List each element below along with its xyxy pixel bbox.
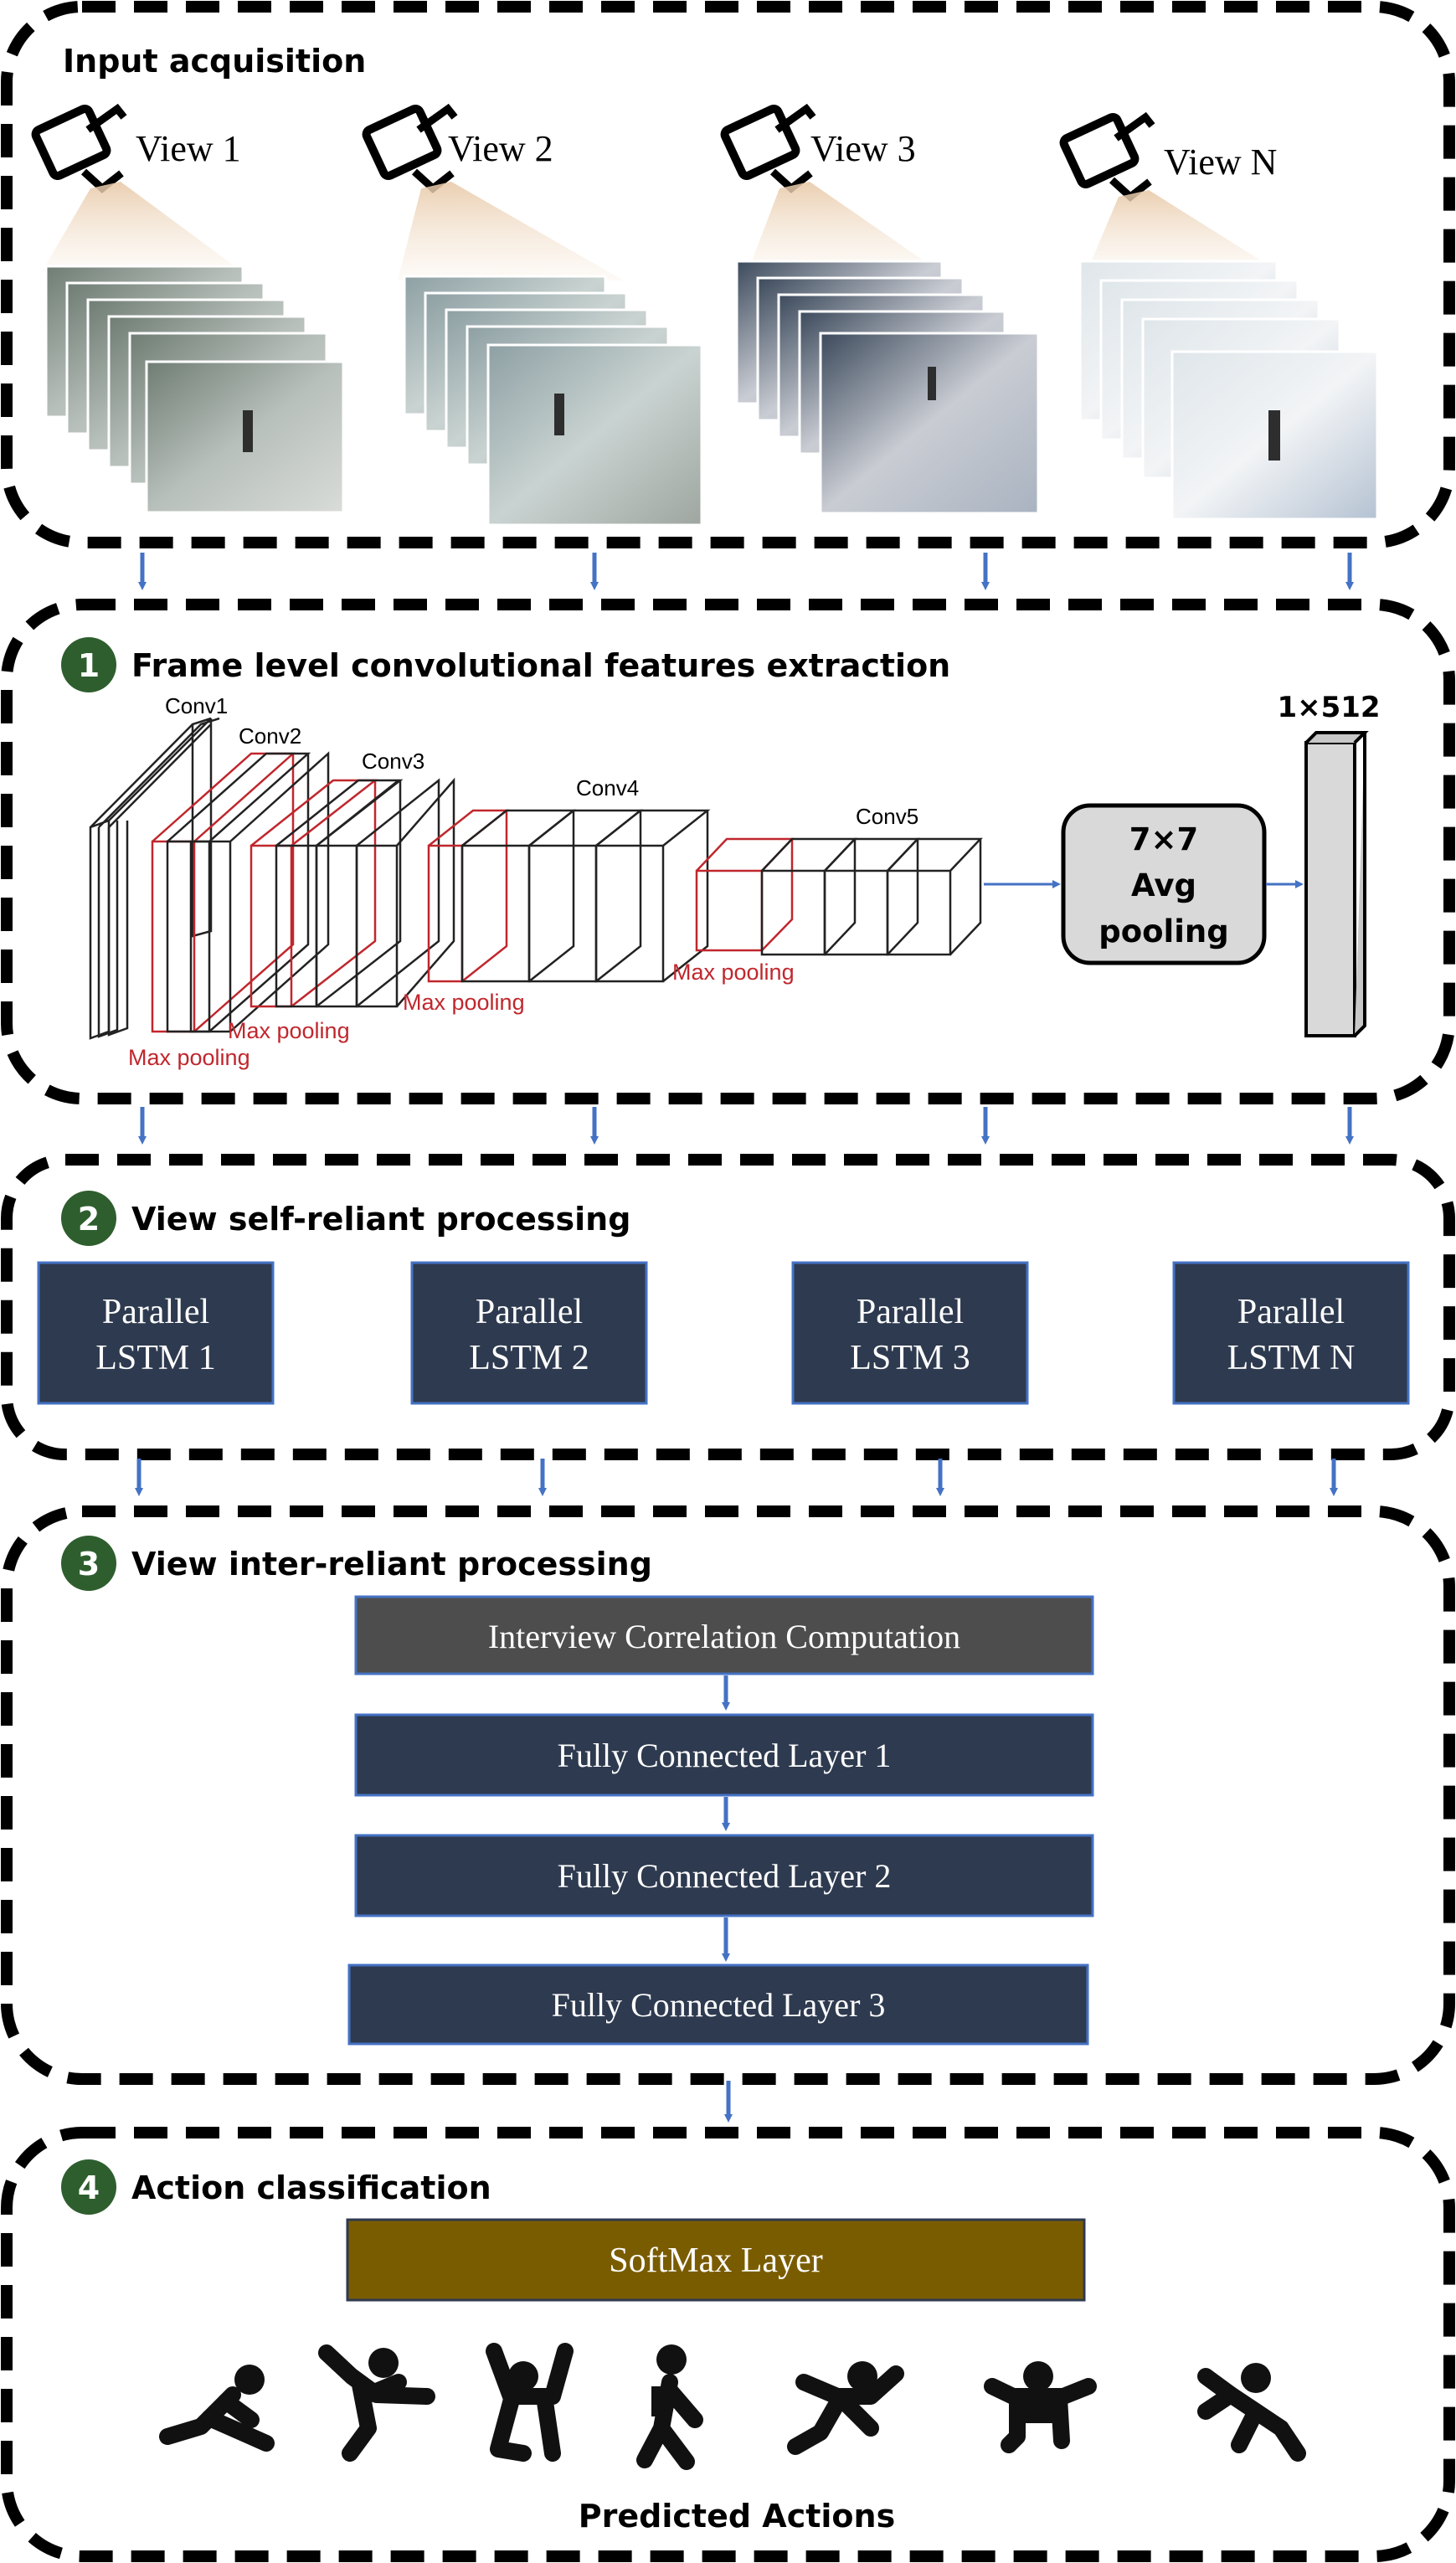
- section-title-s3: View inter-reliant processing: [131, 1546, 652, 1583]
- view-label-1: View 1: [136, 128, 241, 169]
- arrows-s1-to-s2: [138, 1107, 1354, 1145]
- lstm-line-1: Parallel: [1237, 1293, 1345, 1331]
- predicted-actions-label: Predicted Actions: [579, 2498, 895, 2535]
- step-badge: [61, 1191, 116, 1246]
- lstm-box-3: Parallel LSTM 3: [791, 1261, 1029, 1405]
- view-label-2: View 2: [448, 128, 553, 169]
- conv-label-2: Conv2: [239, 723, 301, 749]
- step-number: 1: [78, 647, 100, 684]
- section-title-s4: Action classification: [131, 2169, 491, 2206]
- avgpool-line-2: Avg: [1131, 867, 1196, 903]
- section-4-classification: 4 Action classification SoftMax Layer: [1, 2127, 1455, 2562]
- avg-pooling-box: 7×7 Avg pooling: [1061, 803, 1267, 965]
- avgpool-line-1: 7×7: [1129, 821, 1199, 857]
- avgpool-line-3: pooling: [1098, 914, 1229, 950]
- section-3-inter-reliant: 3 View inter-reliant processing Intervie…: [1, 1505, 1455, 2085]
- camera-icon: [31, 103, 243, 272]
- lstm-line-2: LSTM 3: [850, 1339, 970, 1377]
- step-number: 2: [78, 1201, 100, 1238]
- fc-layer-2-box: Fully Connected Layer 2: [354, 1834, 1094, 1917]
- frame-stack-3: [735, 260, 1040, 515]
- frame-stack-1: [44, 265, 345, 514]
- conv-label-3: Conv3: [362, 749, 424, 774]
- conv-label-5: Conv5: [856, 804, 918, 829]
- fc-layer-1-box: Fully Connected Layer 1: [354, 1713, 1094, 1797]
- max-pooling-label-1: Max pooling: [128, 1045, 250, 1070]
- softmax-label: SoftMax Layer: [609, 2241, 822, 2280]
- lstm-line-2: LSTM 1: [95, 1339, 216, 1377]
- lstm-line-1: Parallel: [102, 1293, 209, 1331]
- frame-stack-n: [1078, 260, 1379, 521]
- arms-up-person-icon: [486, 2343, 574, 2462]
- max-pooling-label-3: Max pooling: [403, 990, 525, 1015]
- camera-icon: [1059, 111, 1279, 272]
- step-badge: [61, 2159, 116, 2215]
- lstm-line-2: LSTM 2: [469, 1339, 589, 1377]
- jumping-person-icon: [984, 2361, 1097, 2453]
- fc-layer-2-label: Fully Connected Layer 2: [558, 1857, 892, 1895]
- section-title-s2: View self-reliant processing: [131, 1201, 630, 1238]
- camera-icon: [720, 103, 940, 272]
- step-number: 3: [78, 1546, 100, 1583]
- section-title-input: Input acquisition: [63, 43, 366, 80]
- conv-label-1: Conv1: [165, 693, 228, 718]
- lstm-box-1: Parallel LSTM 1: [37, 1261, 275, 1405]
- camera-icon: [362, 103, 624, 280]
- lstm-line-1: Parallel: [857, 1293, 964, 1331]
- section-1-feature-extraction: 1 Frame level convolutional features ext…: [1, 599, 1455, 1104]
- cnn-layers: [89, 717, 983, 1040]
- softmax-box: SoftMax Layer: [346, 2218, 1086, 2302]
- conv-label-4: Conv4: [576, 775, 639, 800]
- interview-correlation-box: Interview Correlation Computation: [354, 1595, 1094, 1675]
- step-badge: [61, 637, 116, 692]
- fc-layer-3-box: Fully Connected Layer 3: [347, 1963, 1089, 2046]
- feature-vector: [1304, 731, 1369, 1037]
- lstm-line-2: LSTM N: [1227, 1339, 1356, 1377]
- fc-layer-3-label: Fully Connected Layer 3: [552, 1986, 886, 2024]
- section-title-s1: Frame level convolutional features extra…: [131, 647, 950, 684]
- kicking-person-icon: [318, 2344, 435, 2462]
- running-person-icon: [787, 2361, 904, 2455]
- falling-person-icon: [1197, 2363, 1306, 2462]
- view-label-n: View N: [1164, 142, 1277, 183]
- crawling-person-icon: [159, 2365, 275, 2452]
- max-pooling-label-2: Max pooling: [228, 1018, 350, 1043]
- arrows-input-to-s1: [138, 553, 1354, 590]
- step-number: 4: [78, 2169, 100, 2206]
- arrows-s2-to-s3: [135, 1459, 1338, 1496]
- walking-person-icon: [636, 2344, 703, 2470]
- lstm-line-1: Parallel: [476, 1293, 583, 1331]
- fc-layer-1-label: Fully Connected Layer 1: [558, 1737, 892, 1774]
- interview-correlation-label: Interview Correlation Computation: [488, 1618, 960, 1655]
- section-2-self-reliant: 2 View self-reliant processing Parallel …: [1, 1154, 1455, 1460]
- step-badge: [61, 1536, 116, 1591]
- frame-stack-2: [403, 275, 703, 527]
- input-acquisition-section: Input acquisition View 1 View 2: [1, 1, 1455, 548]
- lstm-box-2: Parallel LSTM 2: [410, 1261, 648, 1405]
- feature-dim-label: 1×512: [1277, 691, 1380, 724]
- max-pooling-label-4: Max pooling: [672, 960, 795, 985]
- lstm-box-n: Parallel LSTM N: [1172, 1261, 1410, 1405]
- view-label-3: View 3: [810, 128, 916, 169]
